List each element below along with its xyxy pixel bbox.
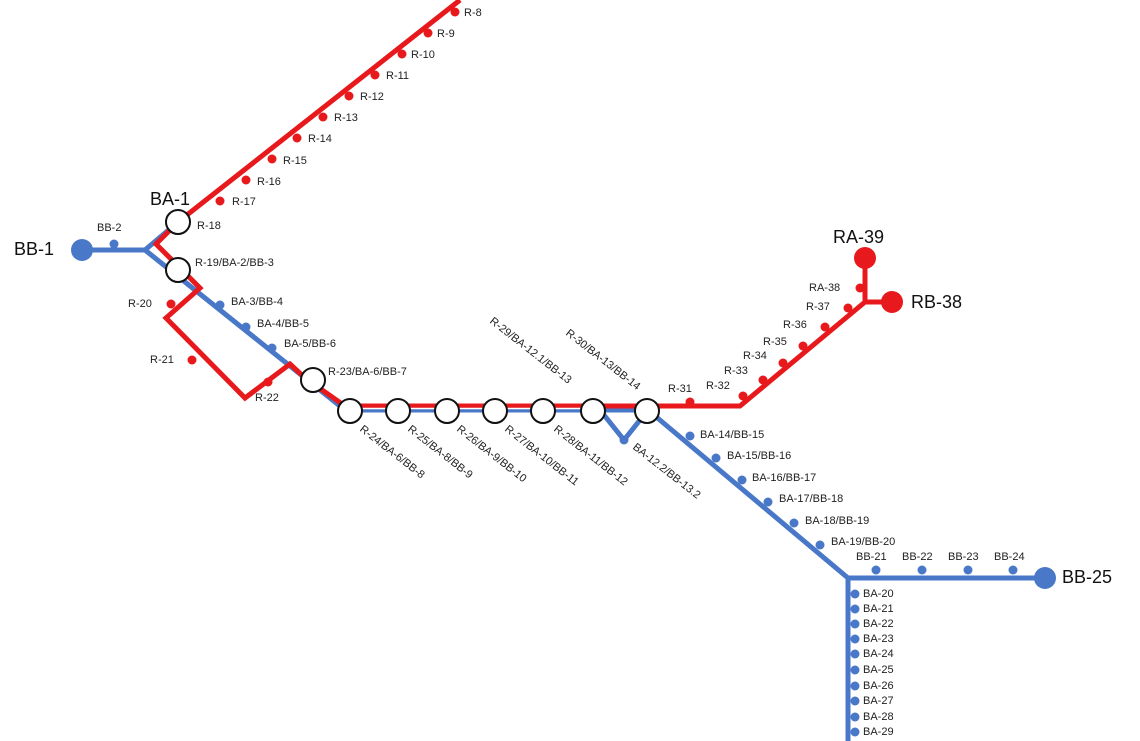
station-r11: R-11 — [386, 70, 410, 82]
station-r22: R-22 — [255, 392, 279, 404]
station-ba22: BA-22 — [863, 618, 894, 630]
station-ba14: BA-14/BB-15 — [700, 429, 765, 441]
station-r12: R-12 — [360, 91, 384, 103]
station-bb21: BB-21 — [856, 551, 887, 563]
station-ba28: BA-28 — [863, 711, 894, 723]
station-bb2: BB-2 — [97, 222, 122, 234]
blue-station-dots — [71, 239, 1056, 737]
station-r32: R-32 — [706, 380, 730, 392]
red-station-dots — [166, 7, 903, 407]
station-ba20: BA-20 — [863, 588, 894, 600]
station-r18: R-18 — [197, 220, 221, 232]
station-ba16: BA-16/BB-17 — [752, 472, 817, 484]
terminal-bb25: BB-25 — [1062, 567, 1113, 587]
station-ba19: BA-19/BB-20 — [831, 536, 896, 548]
station-r20: R-20 — [128, 298, 152, 310]
station-ba17: BA-17/BB-18 — [779, 493, 844, 505]
station-ra38: RA-38 — [809, 282, 841, 294]
interchange-circles — [165, 209, 660, 424]
station-ba23: BA-23 — [863, 633, 894, 645]
station-bb24: BB-24 — [994, 551, 1025, 563]
interchange-i23: R-23/BA-6/BB-7 — [328, 366, 407, 378]
station-r16: R-16 — [257, 176, 281, 188]
terminal-bb1: BB-1 — [14, 239, 55, 259]
terminal-rb38: RB-38 — [911, 292, 963, 312]
station-bb23: BB-23 — [948, 551, 979, 563]
interchange-i19: R-19/BA-2/BB-3 — [195, 257, 274, 269]
station-r34: R-34 — [743, 350, 767, 362]
station-r37: R-37 — [806, 301, 830, 313]
station-r13: R-13 — [334, 112, 358, 124]
station-bb22: BB-22 — [902, 551, 933, 563]
station-ba27: BA-27 — [863, 695, 894, 707]
station-ba15: BA-15/BB-16 — [727, 450, 792, 462]
station-r15: R-15 — [283, 155, 307, 167]
station-r33: R-33 — [724, 365, 748, 377]
station-r35: R-35 — [763, 336, 787, 348]
station-r31: R-31 — [668, 383, 692, 395]
station-r17: R-17 — [232, 196, 256, 208]
station-ba26: BA-26 — [863, 680, 894, 692]
station-r14: R-14 — [308, 133, 332, 145]
station-ba4: BA-4/BB-5 — [257, 318, 309, 330]
terminal-ba1: BA-1 — [150, 189, 191, 209]
station-ba18: BA-18/BB-19 — [805, 515, 870, 527]
station-ba25: BA-25 — [863, 664, 894, 676]
station-r21: R-21 — [150, 354, 174, 366]
station-ba5: BA-5/BB-6 — [284, 338, 336, 350]
station-r9: R-9 — [437, 28, 455, 40]
terminal-ra39: RA-39 — [833, 227, 885, 247]
station-r36: R-36 — [783, 319, 807, 331]
station-ba3: BA-3/BB-4 — [231, 296, 283, 308]
station-ba21: BA-21 — [863, 603, 894, 615]
station-r8: R-8 — [464, 7, 482, 19]
station-r10: R-10 — [411, 49, 435, 61]
station-ba24: BA-24 — [863, 648, 894, 660]
station-ba29: BA-29 — [863, 726, 894, 738]
